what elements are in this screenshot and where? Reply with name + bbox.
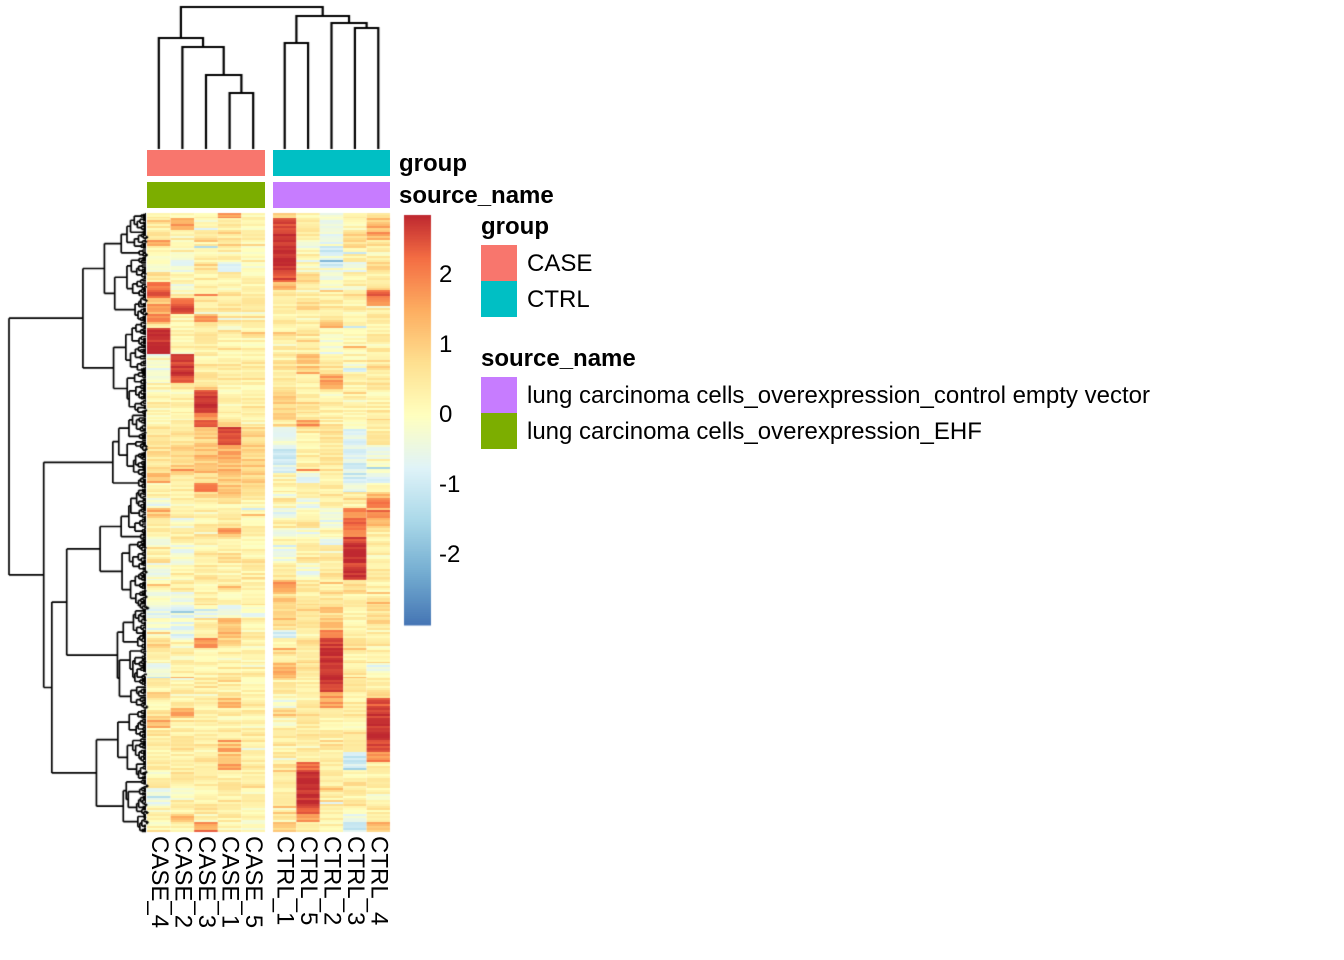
column-label-case-1: CASE_1: [216, 836, 244, 929]
source-annotation-bar-control: [273, 182, 390, 208]
annotation-track-label-group: group: [399, 150, 467, 177]
column-label-case-4: CASE_4: [145, 836, 173, 929]
column-label-case-3: CASE_3: [193, 836, 220, 929]
group-annotation-bar-case: [147, 150, 265, 176]
annotation-track-label-source-name: source_name: [399, 182, 554, 209]
group-annotation-bar-ctrl: [273, 150, 390, 176]
column-label-ctrl-2: CTRL_2: [318, 836, 346, 926]
legend-label-ctrl: CTRL: [527, 286, 590, 313]
legend-swatch-case: [481, 245, 517, 281]
legend-label-source-control: lung carcinoma cells_overexpression_cont…: [527, 382, 1150, 409]
legend-title-source-name: source_name: [481, 345, 636, 372]
column-label-ctrl-3: CTRL_3: [341, 836, 369, 926]
legend-swatch-source-ehf: [481, 413, 517, 449]
source-annotation-bar-ehf: [147, 182, 265, 208]
legend-title-group: group: [481, 213, 549, 240]
column-label-ctrl-4: CTRL_4: [365, 836, 393, 926]
colorbar-tick-1: 1: [439, 331, 453, 358]
column-label-ctrl-5: CTRL_5: [295, 836, 323, 926]
colorbar-tick-0: 0: [439, 401, 453, 428]
column-label-case-5: CASE_5: [240, 836, 268, 929]
column-label-ctrl-1: CTRL_1: [271, 836, 299, 926]
colorbar-tick-2: 2: [439, 261, 453, 288]
colorbar-tick-neg2: -2: [439, 541, 461, 568]
legend-label-case: CASE: [527, 250, 593, 277]
legend-swatch-ctrl: [481, 281, 517, 317]
legend-label-source-ehf: lung carcinoma cells_overexpression_EHF: [527, 418, 982, 445]
colorbar-tick-neg1: -1: [439, 471, 461, 498]
legend-swatch-source-control: [481, 377, 517, 413]
column-label-case-2: CASE_2: [169, 836, 197, 929]
